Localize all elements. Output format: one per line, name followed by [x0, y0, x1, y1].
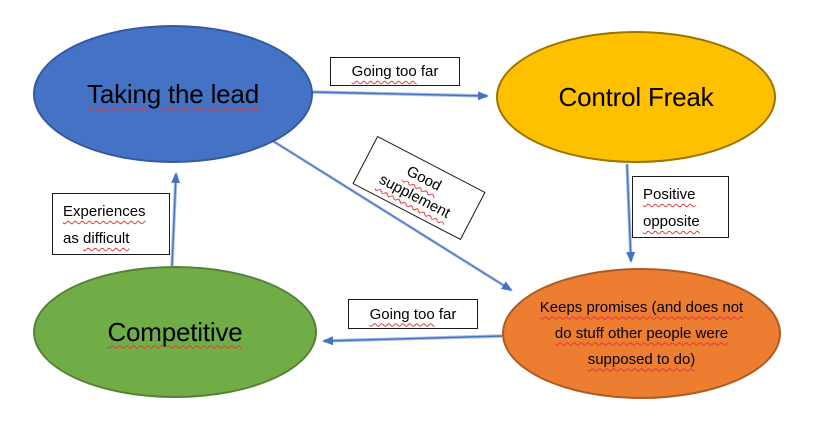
node-competitive: Competitive [33, 266, 317, 398]
edge-label-experiences-as-difficult: Experiences as difficult [52, 193, 170, 255]
edge-label-experiences-line1: Experiences [63, 203, 146, 220]
node-keeps-promises-line1: Keeps promises (and does not [539, 298, 744, 316]
arrow-lead-to-promises-diagonal [272, 139, 513, 292]
node-taking-the-lead-label: Taking the lead [87, 78, 259, 109]
node-keeps-promises: Keeps promises (and does not do stuff ot… [502, 268, 781, 399]
node-taking-the-lead: Taking the lead [33, 25, 313, 163]
edge-label-positive-line2: opposite [643, 213, 700, 230]
edge-label-experiences-line2: as difficult [63, 230, 130, 247]
edge-label-positive-opposite: Positive opposite [632, 176, 729, 238]
arrow-lead-to-control [310, 90, 489, 101]
node-control-freak: Control Freak [496, 31, 776, 163]
node-control-freak-label: Control Freak [558, 81, 714, 112]
arrow-promises-to-competitive [322, 334, 503, 346]
node-keeps-promises-label: Keeps promises (and does not do stuff ot… [540, 295, 743, 373]
edge-label-going-too-far-top-text: Going too far [351, 63, 439, 80]
node-keeps-promises-line2: do stuff other people were [554, 324, 729, 342]
node-competitive-label: Competitive [107, 316, 243, 347]
edge-label-going-too-far-bottom: Going too far [348, 299, 478, 329]
edge-label-positive-line1: Positive [643, 186, 696, 203]
arrow-control-to-promises [625, 163, 636, 263]
edge-label-going-too-far-bottom-text: Going too far [369, 305, 457, 323]
node-keeps-promises-line3: supposed to do) [587, 350, 696, 368]
arrow-competitive-to-lead [170, 172, 181, 267]
edge-label-going-too-far-top: Going too far [330, 57, 460, 86]
